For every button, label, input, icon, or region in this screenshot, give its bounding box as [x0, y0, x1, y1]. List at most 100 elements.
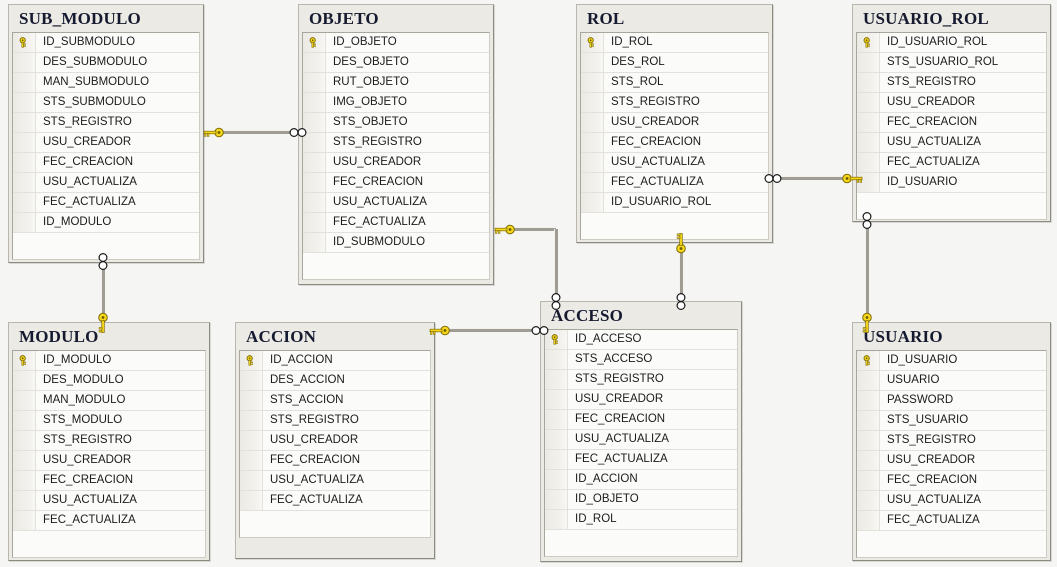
attribute-name: STS_USUARIO_ROL: [887, 55, 999, 68]
attribute-row[interactable]: FEC_ACTUALIZA: [13, 192, 199, 213]
attribute-row[interactable]: DES_ACCION: [240, 370, 430, 391]
attribute-row[interactable]: FEC_ACTUALIZA: [545, 449, 737, 470]
relationship-line[interactable]: [865, 222, 869, 322]
attribute-row[interactable]: STS_REGISTRO: [13, 430, 205, 451]
attribute-row[interactable]: USU_ACTUALIZA: [545, 429, 737, 450]
attribute-row[interactable]: FEC_CREACION: [303, 172, 489, 193]
attribute-row[interactable]: USU_ACTUALIZA: [13, 490, 205, 511]
attribute-row-primary-key[interactable]: ID_SUBMODULO: [13, 32, 199, 53]
attribute-row[interactable]: STS_MODULO: [13, 410, 205, 431]
attribute-row-primary-key[interactable]: ID_USUARIO: [857, 350, 1046, 371]
attribute-row[interactable]: STS_USUARIO: [857, 410, 1046, 431]
attribute-row[interactable]: DES_MODULO: [13, 370, 205, 391]
attribute-row[interactable]: FEC_ACTUALIZA: [581, 172, 768, 193]
attribute-row[interactable]: DES_ROL: [581, 52, 768, 73]
relationship-line[interactable]: [554, 229, 558, 301]
attribute-row[interactable]: FEC_CREACION: [13, 152, 199, 173]
attribute-row[interactable]: FEC_ACTUALIZA: [857, 510, 1046, 531]
attribute-row-primary-key[interactable]: ID_OBJETO: [303, 32, 489, 53]
attribute-row[interactable]: USU_ACTUALIZA: [240, 470, 430, 491]
attribute-row[interactable]: USU_ACTUALIZA: [13, 172, 199, 193]
attribute-row[interactable]: PASSWORD: [857, 390, 1046, 411]
attribute-row[interactable]: STS_REGISTRO: [581, 92, 768, 113]
attribute-row[interactable]: DES_OBJETO: [303, 52, 489, 73]
attribute-row-primary-key[interactable]: ID_ACCION: [240, 350, 430, 371]
attribute-row[interactable]: ID_USUARIO_ROL: [581, 192, 768, 213]
attribute-row[interactable]: USU_CREADOR: [581, 112, 768, 133]
relationship-line[interactable]: [773, 176, 852, 180]
relationship-line[interactable]: [679, 243, 683, 301]
relationship-line[interactable]: [505, 227, 556, 231]
attribute-row[interactable]: STS_REGISTRO: [545, 369, 737, 390]
attribute-marker-cell: [240, 370, 263, 390]
attribute-row[interactable]: ID_SUBMODULO: [303, 232, 489, 253]
attribute-row[interactable]: USU_CREADOR: [303, 152, 489, 173]
attribute-row[interactable]: IMG_OBJETO: [303, 92, 489, 113]
relationship-line[interactable]: [440, 328, 540, 332]
attribute-row[interactable]: USU_ACTUALIZA: [857, 490, 1046, 511]
attribute-row[interactable]: FEC_CREACION: [545, 409, 737, 430]
attribute-row[interactable]: USU_CREADOR: [857, 92, 1046, 113]
attribute-row[interactable]: USU_CREADOR: [13, 450, 205, 471]
attribute-row[interactable]: MAN_SUBMODULO: [13, 72, 199, 93]
attribute-marker-cell: [240, 390, 263, 410]
attribute-row[interactable]: USU_CREADOR: [545, 389, 737, 410]
attribute-row[interactable]: RUT_OBJETO: [303, 72, 489, 93]
attribute-row[interactable]: USU_CREADOR: [240, 430, 430, 451]
attribute-row[interactable]: USUARIO: [857, 370, 1046, 391]
attribute-marker-cell: [13, 152, 36, 172]
attribute-row[interactable]: STS_ROL: [581, 72, 768, 93]
attribute-row[interactable]: USU_ACTUALIZA: [303, 192, 489, 213]
attribute-row[interactable]: FEC_CREACION: [240, 450, 430, 471]
attribute-row-primary-key[interactable]: ID_ACCESO: [545, 329, 737, 350]
attribute-row[interactable]: ID_ROL: [545, 509, 737, 530]
attribute-row[interactable]: ID_USUARIO: [857, 172, 1046, 193]
attribute-row[interactable]: STS_REGISTRO: [240, 410, 430, 431]
attribute-row[interactable]: FEC_CREACION: [857, 112, 1046, 133]
attribute-row[interactable]: FEC_ACTUALIZA: [13, 510, 205, 531]
attribute-name: STS_REGISTRO: [887, 433, 976, 446]
attribute-row[interactable]: FEC_CREACION: [13, 470, 205, 491]
attribute-row[interactable]: FEC_ACTUALIZA: [857, 152, 1046, 173]
attribute-row[interactable]: STS_REGISTRO: [857, 430, 1046, 451]
attribute-row[interactable]: FEC_ACTUALIZA: [303, 212, 489, 233]
attribute-row[interactable]: FEC_ACTUALIZA: [240, 490, 430, 511]
attribute-row[interactable]: USU_CREADOR: [13, 132, 199, 153]
attribute-row[interactable]: STS_REGISTRO: [857, 72, 1046, 93]
attribute-row[interactable]: STS_REGISTRO: [13, 112, 199, 133]
relationship-line[interactable]: [101, 263, 105, 322]
attribute-row[interactable]: ID_ACCION: [545, 469, 737, 490]
attribute-row[interactable]: ID_OBJETO: [545, 489, 737, 510]
attribute-row[interactable]: FEC_CREACION: [857, 470, 1046, 491]
attribute-row[interactable]: DES_SUBMODULO: [13, 52, 199, 73]
attribute-row[interactable]: STS_REGISTRO: [303, 132, 489, 153]
attribute-row-primary-key[interactable]: ID_ROL: [581, 32, 768, 53]
attribute-row[interactable]: ID_MODULO: [13, 212, 199, 233]
attribute-row[interactable]: STS_USUARIO_ROL: [857, 52, 1046, 73]
attribute-row[interactable]: STS_ACCESO: [545, 349, 737, 370]
attribute-row[interactable]: STS_SUBMODULO: [13, 92, 199, 113]
attribute-name: FEC_ACTUALIZA: [270, 493, 363, 506]
attribute-name: MAN_MODULO: [43, 393, 126, 406]
attribute-row[interactable]: USU_ACTUALIZA: [857, 132, 1046, 153]
relationship-line[interactable]: [214, 130, 298, 134]
attribute-row[interactable]: USU_ACTUALIZA: [581, 152, 768, 173]
entity-empty-space: [13, 232, 199, 259]
attribute-row[interactable]: USU_CREADOR: [857, 450, 1046, 471]
attribute-row[interactable]: STS_ACCION: [240, 390, 430, 411]
attribute-row-primary-key[interactable]: ID_MODULO: [13, 350, 205, 371]
attribute-row-primary-key[interactable]: ID_USUARIO_ROL: [857, 32, 1046, 53]
attribute-row[interactable]: MAN_MODULO: [13, 390, 205, 411]
attribute-row[interactable]: STS_OBJETO: [303, 112, 489, 133]
attribute-name: RUT_OBJETO: [333, 75, 409, 88]
attribute-row[interactable]: FEC_CREACION: [581, 132, 768, 153]
